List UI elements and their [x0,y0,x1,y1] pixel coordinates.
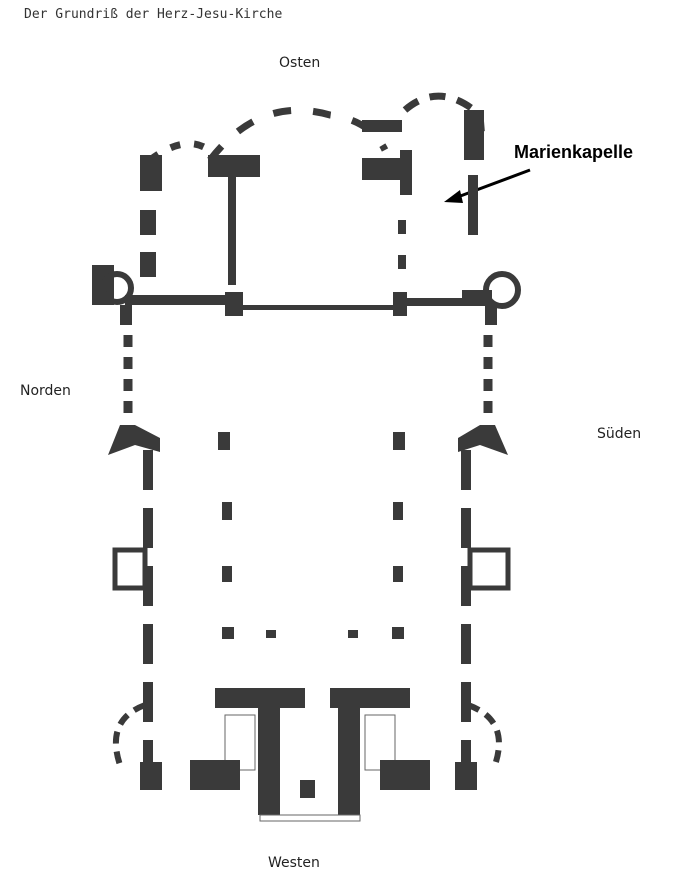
direction-south: Süden [597,426,642,442]
direction-east: Osten [279,55,321,71]
east-apses [147,92,486,163]
walls [92,110,521,822]
direction-west: Westen [268,855,320,871]
plan-title: Der Grundriß der Herz-Jesu-Kirche [24,7,283,22]
marienkapelle-label: Marienkapelle [514,142,634,162]
annotation-arrow [444,168,531,203]
direction-north: Norden [20,383,71,399]
